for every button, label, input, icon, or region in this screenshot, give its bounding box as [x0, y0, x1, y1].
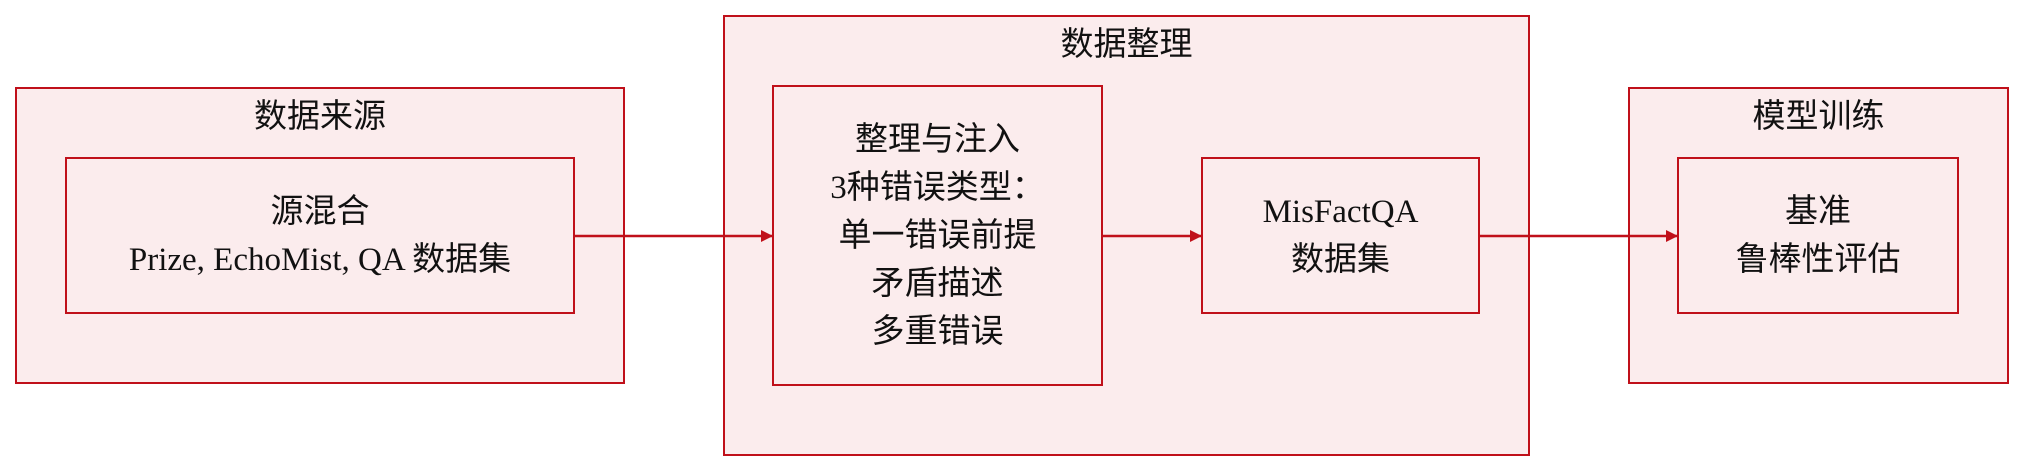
node-source-mix-title: 源混合: [270, 193, 370, 230]
node-benchmark-robustness: 鲁棒性评估: [1735, 241, 1901, 278]
node-benchmark-title: 基准: [1785, 193, 1851, 230]
node-misfactqa-dataset: MisFactQA 数据集: [1201, 157, 1480, 314]
node-source-mix-datasets: Prize, EchoMist, QA 数据集: [128, 241, 512, 278]
node-organize-inject: 整理与注入 3种错误类型： 单一错误前提 矛盾描述 多重错误: [772, 85, 1103, 386]
node-organize-inject-single-false-premise: 单一错误前提: [838, 217, 1037, 254]
node-organize-inject-error-types: 3种错误类型：: [830, 169, 1045, 206]
group-title-model-training: 模型训练: [1752, 99, 1885, 135]
node-source-mix: 源混合 Prize, EchoMist, QA 数据集: [65, 157, 575, 314]
node-organize-inject-multiple-errors: 多重错误: [871, 313, 1004, 350]
node-misfactqa-name: MisFactQA: [1262, 193, 1419, 230]
node-misfactqa-label: 数据集: [1291, 241, 1390, 278]
group-title-data-source: 数据来源: [254, 99, 386, 135]
node-organize-inject-contradiction: 矛盾描述: [871, 265, 1004, 302]
group-title-data-processing: 数据整理: [1060, 27, 1193, 63]
node-organize-inject-title: 整理与注入: [855, 121, 1020, 158]
node-benchmark: 基准 鲁棒性评估: [1677, 157, 1959, 314]
